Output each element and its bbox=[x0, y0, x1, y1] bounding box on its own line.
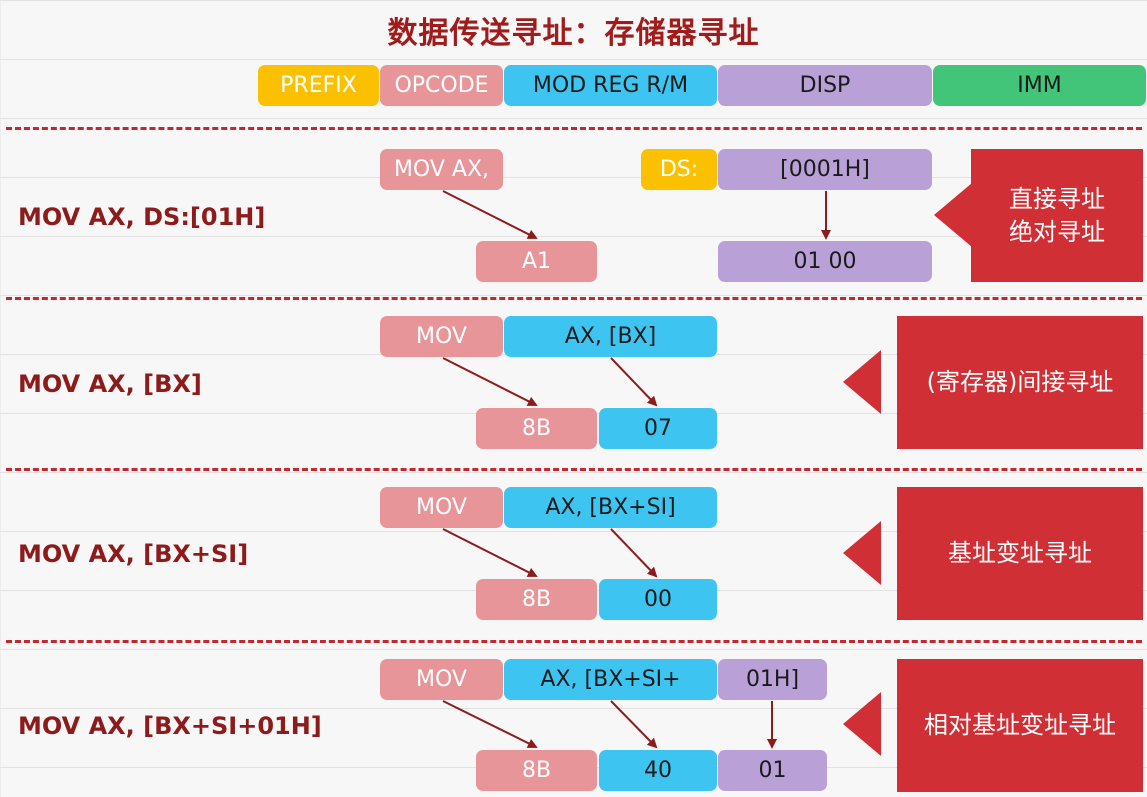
encoded-opcode: 8B bbox=[476, 750, 597, 791]
page-title: 数据传送寻址：存储器寻址 bbox=[387, 16, 760, 51]
arrow-operands-to-modrm bbox=[610, 700, 658, 749]
callout-pointer bbox=[934, 183, 972, 247]
format-disp: DISP bbox=[718, 65, 932, 106]
encoded-modrm: 07 bbox=[599, 408, 717, 449]
format-prefix: PREFIX bbox=[258, 65, 379, 106]
callout-pointer bbox=[843, 692, 881, 756]
addressing-mode-callout: (寄存器)间接寻址 bbox=[897, 316, 1143, 449]
source-address: [0001H] bbox=[718, 149, 932, 190]
encoded-opcode: 8B bbox=[476, 579, 597, 620]
source-op: MOV bbox=[380, 487, 503, 528]
mode-label: 直接寻址 bbox=[1009, 185, 1105, 214]
source-segment: DS: bbox=[641, 149, 717, 190]
mode-label: 相对基址变址寻址 bbox=[924, 711, 1116, 740]
encoded-opcode: A1 bbox=[476, 241, 597, 282]
encoded-modrm: 40 bbox=[599, 750, 717, 791]
format-opcode: OPCODE bbox=[380, 65, 503, 106]
arrow-operands-to-modrm bbox=[610, 528, 658, 578]
callout-pointer bbox=[843, 521, 881, 585]
format-imm: IMM bbox=[933, 65, 1146, 106]
encoded-opcode: 8B bbox=[476, 408, 597, 449]
separator-line bbox=[6, 468, 1142, 471]
addressing-mode-callout: 直接寻址 绝对寻址 bbox=[971, 149, 1143, 282]
mode-label: 绝对寻址 bbox=[1009, 217, 1105, 246]
source-operands: AX, [BX] bbox=[504, 316, 717, 357]
source-op: MOV bbox=[380, 659, 503, 700]
arrow-op-to-opcode bbox=[442, 190, 538, 239]
addressing-mode-callout: 基址变址寻址 bbox=[897, 487, 1143, 620]
callout-pointer bbox=[843, 350, 881, 414]
instruction-label: MOV AX, [BX] bbox=[18, 370, 202, 398]
separator-line bbox=[6, 297, 1142, 300]
instruction-label: MOV AX, [BX+SI+01H] bbox=[18, 712, 322, 740]
mode-label: 基址变址寻址 bbox=[948, 539, 1092, 568]
encoded-disp: 01 bbox=[718, 750, 827, 791]
source-disp: 01H] bbox=[718, 659, 827, 700]
separator-line bbox=[6, 640, 1142, 643]
arrow-operands-to-modrm bbox=[610, 357, 658, 407]
source-operands: AX, [BX+SI] bbox=[504, 487, 717, 528]
encoded-modrm: 00 bbox=[599, 579, 717, 620]
instruction-label: MOV AX, [BX+SI] bbox=[18, 540, 249, 568]
arrow-op-to-opcode bbox=[442, 528, 538, 577]
source-op: MOV bbox=[380, 316, 503, 357]
source-op: MOV AX, bbox=[380, 149, 503, 190]
mode-label: (寄存器)间接寻址 bbox=[926, 368, 1114, 397]
instruction-label: MOV AX, DS:[01H] bbox=[18, 203, 266, 231]
arrow-op-to-opcode bbox=[442, 700, 538, 748]
arrow-op-to-opcode bbox=[442, 357, 538, 406]
format-modrm: MOD REG R/M bbox=[504, 65, 717, 106]
source-operands: AX, [BX+SI+ bbox=[504, 659, 717, 700]
separator-line bbox=[6, 127, 1142, 130]
addressing-mode-callout: 相对基址变址寻址 bbox=[897, 659, 1143, 792]
encoded-disp: 01 00 bbox=[718, 241, 932, 282]
